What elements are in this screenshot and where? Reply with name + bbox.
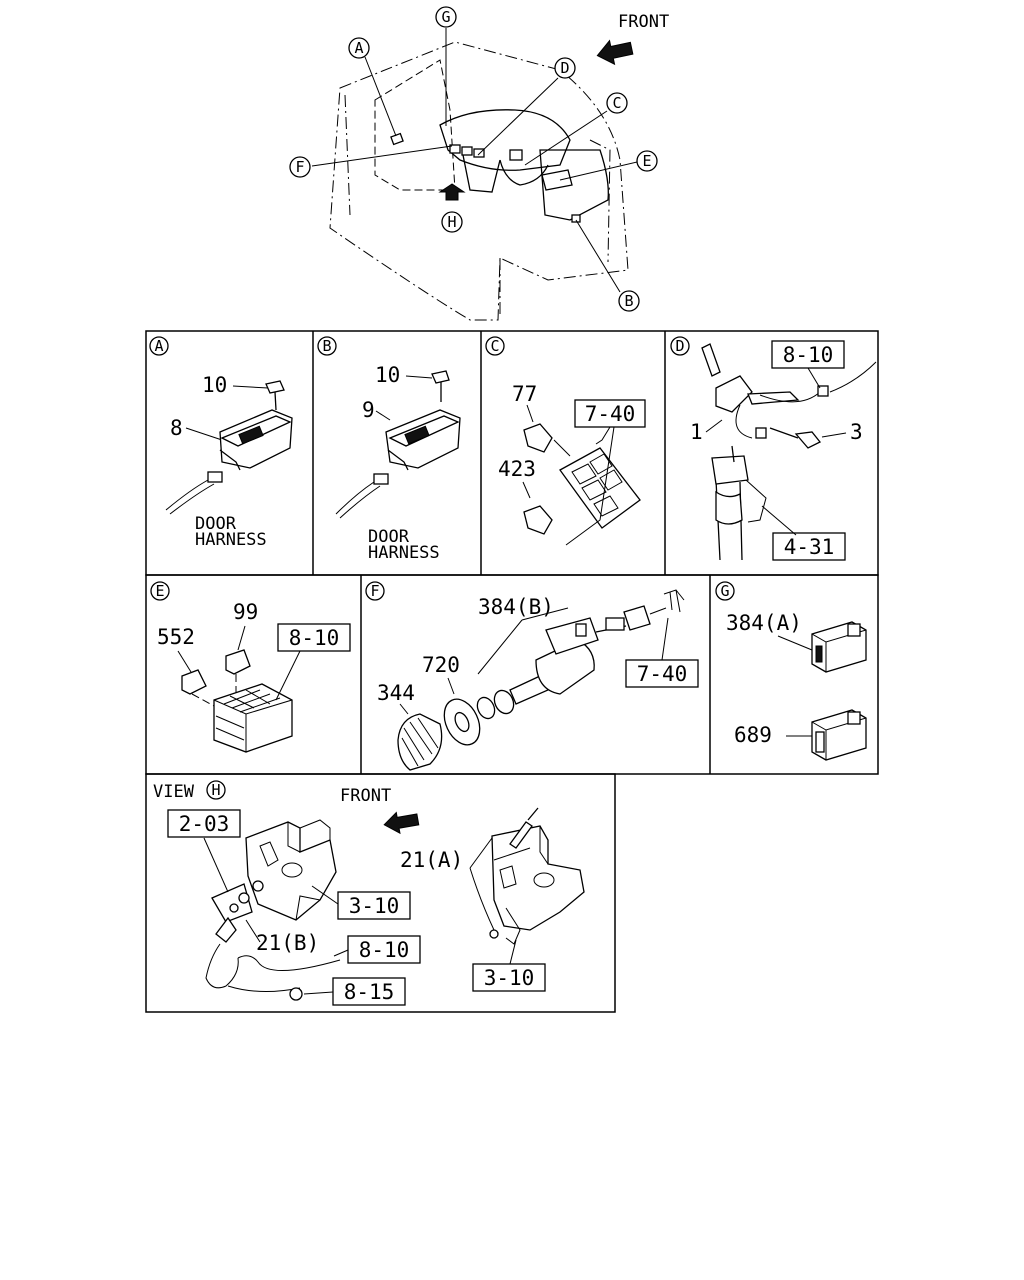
ref-box-4-31: 4-31 <box>784 535 835 559</box>
ref-box-3-10-left: 3-10 <box>349 894 400 918</box>
part-label-552: 552 <box>157 625 195 649</box>
callout-g: G <box>435 6 457 28</box>
panel-f-letter: F <box>370 582 379 600</box>
panel-b-letter: B <box>322 337 331 355</box>
callout-f: F <box>289 156 311 178</box>
ref-box-8-15: 8-15 <box>344 980 395 1004</box>
part-label-21a: 21(A) <box>400 848 463 872</box>
part-label-8: 8 <box>170 416 183 440</box>
callout-d: D <box>554 57 576 79</box>
ref-box-8-10-e: 8-10 <box>289 626 340 650</box>
panel-g-letter: G <box>720 582 729 600</box>
panel-f: F 384(B) 720 344 7-40 <box>365 581 699 771</box>
panel-d: D 8-10 1 3 4-31 <box>670 336 877 561</box>
part-label-77: 77 <box>512 382 537 406</box>
part-label-21b: 21(B) <box>256 931 319 955</box>
panel-e: E 552 99 8-10 <box>150 581 351 753</box>
harness-label-b-1: DOOR <box>368 527 410 547</box>
svg-text:B: B <box>624 292 633 310</box>
overview-dashboard: FRONT A G D C F <box>289 6 669 321</box>
ref-box-7-40-c: 7-40 <box>585 402 636 426</box>
svg-text:H: H <box>447 213 456 231</box>
panel-a: A 10 8 DOOR HARNESS <box>149 336 293 550</box>
part-label-10: 10 <box>202 373 227 397</box>
panel-b: B 10 9 DOOR HARNESS <box>317 336 461 563</box>
svg-text:C: C <box>612 94 621 112</box>
part-label-689: 689 <box>734 723 772 747</box>
part-label-1: 1 <box>690 420 703 444</box>
ref-box-2-03: 2-03 <box>179 812 230 836</box>
callout-e: E <box>636 150 658 172</box>
part-label-384b: 384(B) <box>478 595 554 619</box>
panel-d-letter: D <box>675 337 684 355</box>
panel-c-letter: C <box>490 337 499 355</box>
part-label-10b: 10 <box>375 363 400 387</box>
ref-box-8-10-h: 8-10 <box>359 938 410 962</box>
view-h-front-label: FRONT <box>340 786 391 806</box>
part-label-720: 720 <box>422 653 460 677</box>
part-label-384a: 384(A) <box>726 611 802 635</box>
harness-label-a-1: DOOR <box>195 514 237 534</box>
view-h-front-arrow-icon <box>383 811 420 835</box>
view-label: VIEW <box>153 782 195 802</box>
overview-front-label: FRONT <box>618 12 669 32</box>
panel-g: G 384(A) 689 <box>715 581 867 761</box>
panel-h: VIEW H FRONT 2-03 3-10 8-10 8-15 3-10 21… <box>153 780 585 1006</box>
harness-label-a-2: HARNESS <box>195 530 267 550</box>
svg-text:D: D <box>560 59 569 77</box>
svg-text:G: G <box>441 8 450 26</box>
part-label-344: 344 <box>377 681 415 705</box>
svg-text:F: F <box>295 158 304 176</box>
panel-frames <box>145 330 879 1013</box>
part-label-3: 3 <box>850 420 863 444</box>
callout-b: B <box>618 290 640 312</box>
panel-a-letter: A <box>154 337 163 355</box>
part-label-9: 9 <box>362 398 375 422</box>
panel-h-letter: H <box>211 781 220 799</box>
callout-a: A <box>348 37 370 59</box>
callout-c: C <box>606 92 628 114</box>
svg-text:A: A <box>354 39 363 57</box>
panel-e-letter: E <box>155 582 164 600</box>
part-label-99: 99 <box>233 600 258 624</box>
part-label-423: 423 <box>498 457 536 481</box>
harness-label-b-2: HARNESS <box>368 543 440 563</box>
front-arrow-icon <box>596 39 634 66</box>
ref-box-8-10-d: 8-10 <box>783 343 834 367</box>
ref-box-7-40-f: 7-40 <box>637 662 688 686</box>
svg-text:E: E <box>642 152 651 170</box>
view-h-arrow-icon <box>438 183 466 201</box>
callout-h: H <box>441 211 463 233</box>
ref-box-3-10-right: 3-10 <box>484 966 535 990</box>
panel-c: C 77 423 7-40 <box>485 336 646 546</box>
